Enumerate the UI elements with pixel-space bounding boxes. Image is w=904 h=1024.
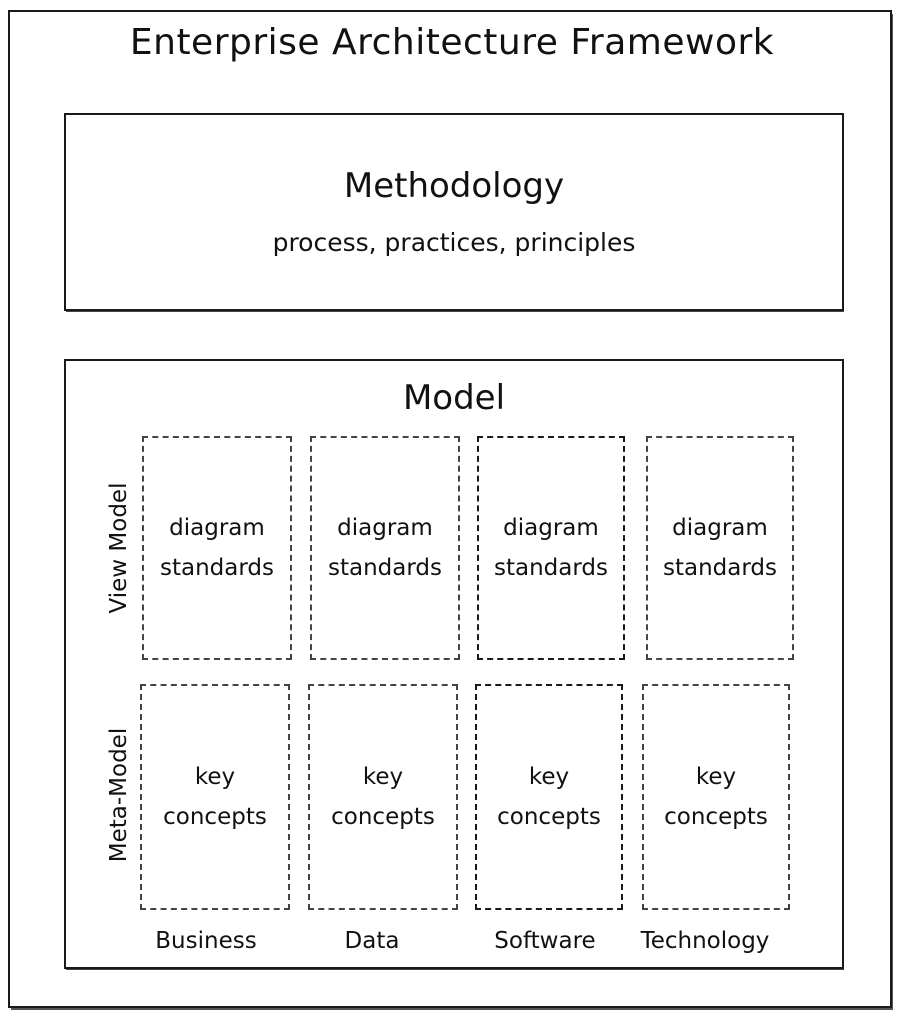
diagram-title: Enterprise Architecture Framework (129, 22, 775, 63)
model-title: Model (402, 378, 506, 418)
cell-line: concepts (497, 804, 601, 830)
cell-meta-data: key concepts (308, 684, 458, 910)
cell-meta-software: key concepts (475, 684, 623, 910)
methodology-box (64, 113, 844, 311)
cell-view-software: diagram standards (477, 436, 625, 660)
cell-view-business: diagram standards (142, 436, 292, 660)
cell-view-data: diagram standards (310, 436, 460, 660)
cell-line: diagram (337, 514, 433, 541)
cell-line: diagram (503, 514, 599, 541)
cell-line: concepts (163, 804, 267, 830)
cell-line: standards (662, 555, 777, 581)
row-label-view-model: View Model (106, 482, 132, 614)
row-label-meta-model: Meta-Model (106, 727, 132, 863)
cell-line: key (194, 763, 236, 790)
model-box (64, 359, 844, 969)
column-label-software: Software (494, 928, 596, 954)
cell-line: standards (327, 555, 442, 581)
column-label-technology: Technology (640, 928, 770, 954)
cell-meta-technology: key concepts (642, 684, 790, 910)
cell-line: concepts (664, 804, 768, 830)
cell-line: concepts (331, 804, 435, 830)
framework-frame (8, 10, 892, 1008)
cell-line: key (528, 763, 570, 790)
cell-line: diagram (672, 514, 768, 541)
cell-line: standards (493, 555, 608, 581)
methodology-title: Methodology (343, 166, 565, 206)
cell-view-technology: diagram standards (646, 436, 794, 660)
cell-meta-business: key concepts (140, 684, 290, 910)
cell-line: key (695, 763, 737, 790)
cell-line: key (362, 763, 404, 790)
column-label-data: Data (344, 928, 400, 954)
methodology-subtitle: process, practices, principles (272, 228, 636, 257)
column-label-business: Business (155, 928, 257, 954)
cell-line: standards (159, 555, 274, 581)
cell-line: diagram (169, 514, 265, 541)
